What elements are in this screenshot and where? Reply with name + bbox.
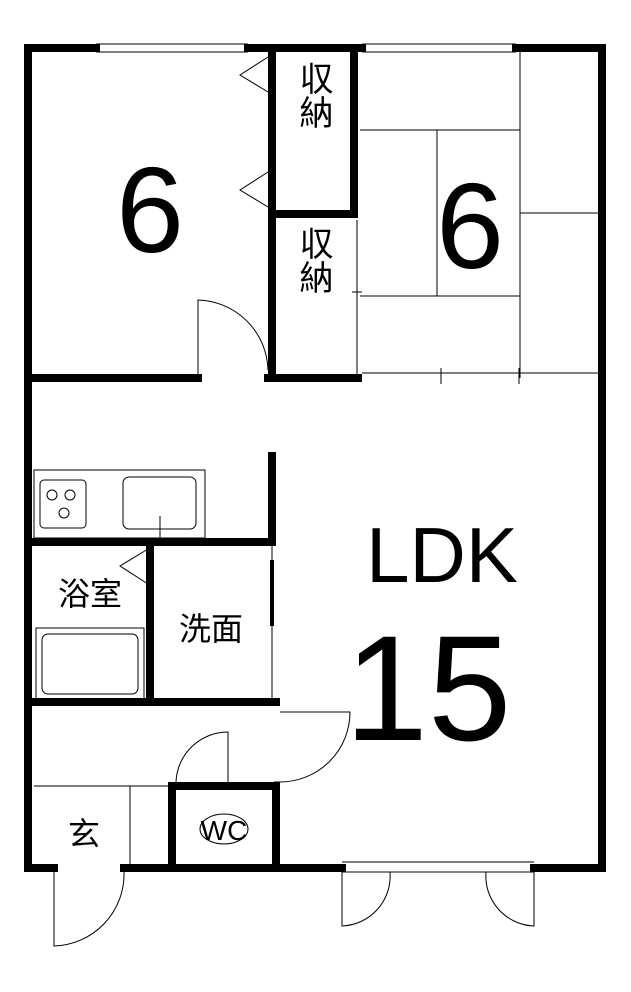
ldk-label: LDK	[366, 511, 518, 599]
closet-upper-label: 収納	[293, 61, 333, 129]
ldk-size: 15	[345, 604, 512, 772]
fixture-lines	[33, 43, 600, 947]
bath-label: 浴室	[58, 575, 122, 613]
closet-lower-label: 収納	[293, 226, 333, 294]
walls	[24, 44, 606, 872]
western-room-size: 6	[116, 142, 184, 278]
entrance-label: 玄	[68, 815, 100, 853]
toilet-label: WC	[201, 815, 248, 846]
japanese-room-size: 6	[436, 158, 504, 294]
washroom-label: 洗面	[179, 610, 243, 648]
